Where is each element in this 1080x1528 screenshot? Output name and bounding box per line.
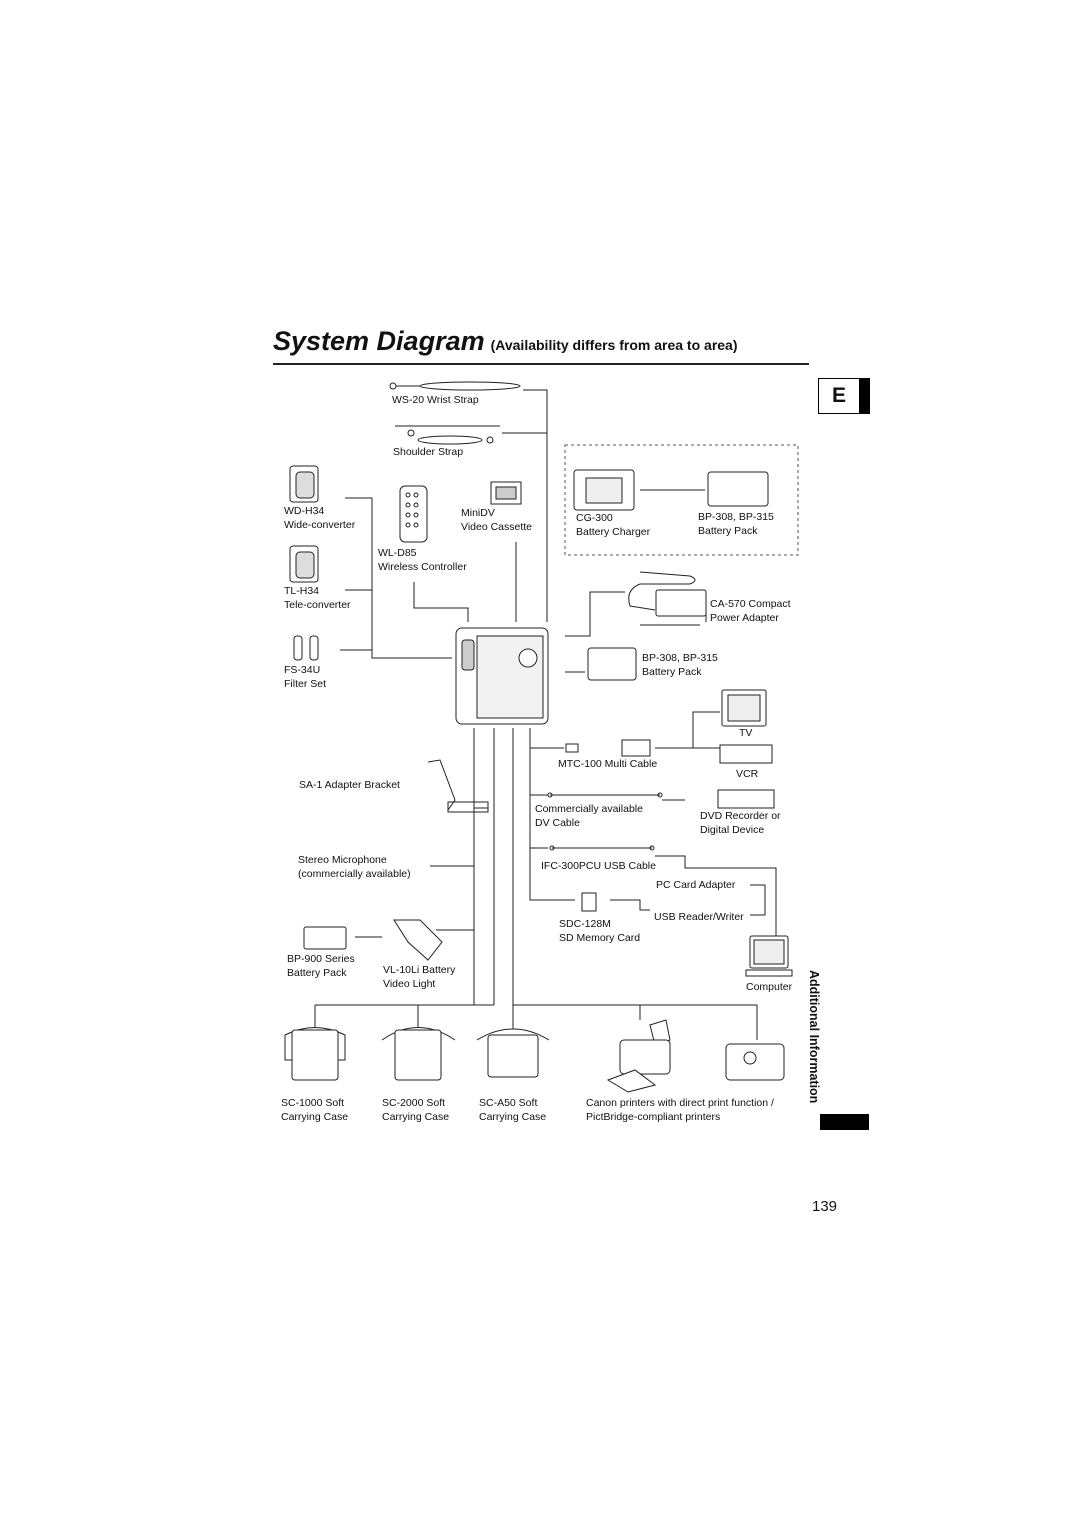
camcorder-icon: [455, 627, 549, 725]
ifc-300pcu-label: IFC-300PCU USB Cable: [541, 860, 656, 872]
dvd-recorder-icon: [717, 789, 775, 809]
stereo-mic-label: Stereo Microphone(commercially available…: [298, 854, 411, 880]
page-title: System Diagram (Availability differs from…: [273, 326, 738, 357]
mtc-100-label: MTC-100 Multi Cable: [558, 758, 658, 770]
wide-converter-icon: [289, 465, 319, 503]
wireless-controller-icon: [399, 485, 428, 543]
tv-label: TV: [739, 727, 753, 739]
computer-label: Computer: [746, 981, 793, 993]
section-tab: E: [818, 378, 870, 414]
shoulder-strap-label: Shoulder Strap: [393, 446, 464, 458]
battery-pack-top-icon: [707, 471, 769, 507]
sc2000-case-icon: [381, 1027, 456, 1081]
side-section-bar: [820, 1114, 869, 1130]
title-rule: [273, 363, 809, 365]
computer-icon: [745, 935, 793, 977]
bp900-battery-icon: [303, 926, 347, 950]
dv-cable-icon: [547, 792, 663, 798]
wrist-strap-icon: [389, 381, 521, 391]
battery-charger-icon: [573, 469, 635, 511]
power-adapter-icon: [628, 571, 707, 626]
sc1000-case-icon: [284, 1027, 346, 1081]
adapter-bracket-icon: [427, 759, 489, 813]
sa-1-label: SA-1 Adapter Bracket: [299, 779, 400, 791]
title-main: System Diagram: [273, 326, 485, 356]
filter-set-icon: [293, 635, 319, 661]
multi-cable-icon: [565, 739, 651, 757]
minidv-cassette-icon: [490, 481, 522, 505]
video-light-icon: [393, 919, 443, 961]
printer-icon: [606, 1019, 671, 1093]
photo-printer-icon: [725, 1043, 785, 1081]
connector-lines: [314, 389, 777, 1040]
shoulder-strap-icon: [395, 425, 500, 445]
printers-label: Canon printers with direct print functio…: [586, 1097, 774, 1123]
wrist-strap-label: WS-20 Wrist Strap: [392, 394, 479, 406]
tv-icon: [721, 689, 767, 727]
section-tab-bar: [859, 379, 869, 413]
tele-converter-icon: [289, 545, 319, 583]
usb-cable-icon: [549, 845, 655, 851]
charger-group-box: [564, 444, 799, 556]
title-subtitle: (Availability differs from area to area): [490, 337, 738, 353]
vcr-label: VCR: [736, 768, 759, 780]
page-number: 139: [812, 1198, 838, 1215]
sd-card-icon: [581, 892, 597, 912]
sca50-case-icon: [476, 1028, 550, 1078]
usb-reader-label: USB Reader/Writer: [654, 911, 744, 923]
vcr-icon: [719, 744, 773, 764]
pc-card-adapter-label: PC Card Adapter: [656, 879, 736, 891]
battery-pack-mid-icon: [587, 647, 637, 681]
section-tab-letter: E: [831, 384, 846, 407]
